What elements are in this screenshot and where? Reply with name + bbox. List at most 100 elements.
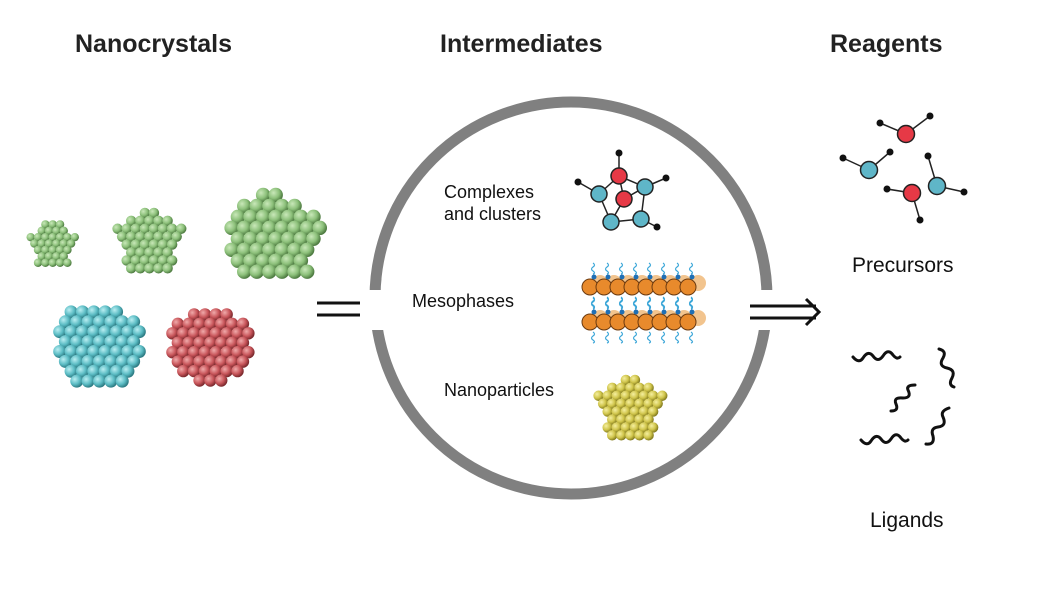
atom-sphere [157,223,169,234]
atom-sphere [262,198,277,214]
atom-sphere [274,242,290,257]
atom-sphere [37,226,46,235]
atom-sphere [33,245,43,255]
atom-sphere [262,242,277,257]
atom-sphere [104,374,118,388]
ligand-head-dot [675,274,681,280]
ligand-wavy-tail [590,262,596,275]
atom-sphere [268,209,283,225]
atom-sphere [153,247,164,258]
atom-sphere [625,414,636,425]
atom-sphere [198,308,212,321]
atom-sphere [177,345,190,359]
atom-sphere [132,325,146,339]
atom-sphere [81,315,95,329]
atom-sphere [652,398,663,409]
atom-sphere [116,231,128,242]
atom-sphere [647,422,659,433]
atom-sphere [130,239,141,250]
atom-sphere [75,325,89,339]
atom-sphere [52,252,61,261]
atom-sphere [620,422,632,433]
atom-sphere [55,232,65,242]
atom-sphere [110,325,124,339]
double-arrow-icon [750,297,822,327]
precursor-molecules-icon [839,112,968,224]
atom-sphere [81,374,95,388]
ligand-head-dot [605,274,611,280]
atom-sphere [220,345,233,359]
atom-sphere [75,305,89,319]
atom-sphere [625,398,636,409]
atom-sphere [98,344,112,358]
atom-sphere [153,263,164,274]
atom-sphere [281,231,296,247]
atom-sphere [48,232,57,242]
atom-sphere [255,253,271,268]
atom-sphere [41,258,50,267]
atom-sphere [620,390,632,401]
atom-sphere [634,430,645,441]
atom-sphere [620,406,632,417]
atom-sphere [306,231,321,247]
atom-sphere [144,231,155,242]
atom-sphere [26,232,35,242]
atom-sphere [48,258,57,267]
atom-sphere [198,364,212,378]
atom-sphere [611,406,622,417]
atom-sphere [209,308,223,321]
atom-sphere [209,364,223,378]
atom-sphere [166,327,179,340]
atom-sphere [58,335,72,349]
atom-sphere [81,354,95,368]
atom-sphere [177,364,190,378]
atom-sphere [58,354,72,368]
atom-sphere [64,344,78,358]
ligand-head-dot [661,309,667,315]
atom-sphere [643,430,654,441]
atom-sphere [255,187,271,203]
atom-sphere [220,364,233,378]
atom-sphere [629,422,641,433]
atom-sphere [30,239,39,248]
atom-sphere [87,364,101,378]
atom-sphere [171,336,185,349]
atom-sphere [312,220,327,236]
atom-sphere [166,255,178,266]
atom-sphere [75,344,89,358]
ligand-head-dot [619,274,625,280]
ligand-wavy-tail [632,262,638,275]
atom-sphere [66,239,76,248]
atom-sphere [237,198,252,214]
nanocrystal-cyan-sphere [53,305,146,388]
atom-sphere [121,239,132,250]
atom-sphere [215,336,228,349]
atom-sphere [162,247,173,258]
atom-sphere [121,325,135,339]
atom-sphere [59,226,68,235]
atom-sphere [139,207,151,219]
atom-sphere [48,245,57,255]
atom-sphere [59,252,68,261]
atom-sphere [629,406,641,417]
atom-sphere [144,247,155,258]
ligand-head-dot [591,274,597,280]
atom-sphere [115,315,129,329]
ligand-wavy-tail [590,297,596,310]
ligand-wavy-tail [646,262,652,275]
atom-sphere [262,264,277,279]
atom-sphere [616,414,627,425]
atom-sphere [104,335,118,349]
atom-sphere [112,223,123,234]
atom-sphere [98,305,112,319]
atom-sphere [616,430,627,441]
atom-sphere [293,253,309,268]
molecule-head [679,313,697,331]
atom-sphere [55,220,65,229]
ligand-head-dot [619,309,625,315]
atom-sphere [110,364,124,378]
atom-sphere [647,390,659,401]
atom-sphere [607,398,618,409]
cluster-molecule-icon [574,149,670,231]
atom-sphere [204,317,217,331]
